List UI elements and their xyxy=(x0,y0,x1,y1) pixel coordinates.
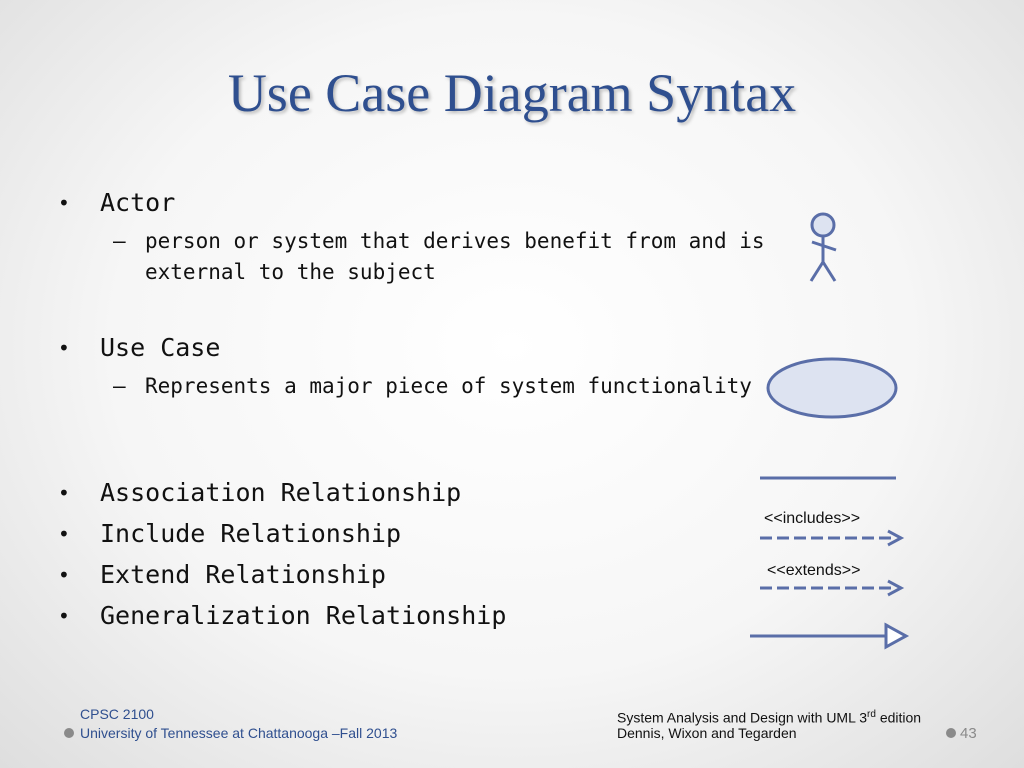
footer-course: CPSC 2100 xyxy=(80,706,154,722)
extends-label: <<extends>> xyxy=(767,562,861,579)
bullet-text: Include Relationship xyxy=(100,519,402,548)
sub-bullet-text: person or system that derives benefit fr… xyxy=(145,229,765,284)
footer-left-dot-icon xyxy=(64,728,74,738)
footer-book-title-end: edition xyxy=(875,709,922,726)
bullet-text: Generalization Relationship xyxy=(100,601,507,630)
bullet-text: Association Relationship xyxy=(100,478,462,507)
footer-university: University of Tennessee at Chattanooga –… xyxy=(80,725,398,741)
footer-book-title-main: System Analysis and Design with UML 3 xyxy=(617,709,868,726)
page-number: 43 xyxy=(960,725,977,742)
bullet-text: Use Case xyxy=(100,333,221,362)
sub-bullet-text: Represents a major piece of system funct… xyxy=(145,374,752,398)
bullet-marker: • xyxy=(58,563,70,587)
bullet-text: Actor xyxy=(100,188,176,217)
footer-book-title: System Analysis and Design with UML 3rd … xyxy=(617,705,921,728)
bullet-marker: • xyxy=(58,522,70,546)
includes-label: <<includes>> xyxy=(764,510,861,527)
page-number-dot-icon xyxy=(946,728,956,738)
include-dashed-arrow-icon xyxy=(760,529,905,547)
use-case-ellipse-icon xyxy=(766,357,898,419)
generalization-arrow-icon xyxy=(750,622,910,650)
footer-book-title-sup: rd xyxy=(867,709,876,720)
footer-book-authors: Dennis, Wixon and Tegarden xyxy=(617,725,797,741)
bullet-marker: • xyxy=(58,191,70,215)
bullet-text: Extend Relationship xyxy=(100,560,386,589)
association-line-icon xyxy=(760,476,896,480)
bullet-marker: • xyxy=(58,336,70,360)
sub-bullet-marker: – xyxy=(113,374,126,398)
actor-stick-figure-icon xyxy=(809,212,837,282)
sub-bullet-marker: – xyxy=(113,229,126,253)
bullet-marker: • xyxy=(58,604,70,628)
bullet-marker: • xyxy=(58,481,70,505)
extend-dashed-arrow-icon xyxy=(760,579,905,597)
slide-title: Use Case Diagram Syntax xyxy=(227,63,797,123)
